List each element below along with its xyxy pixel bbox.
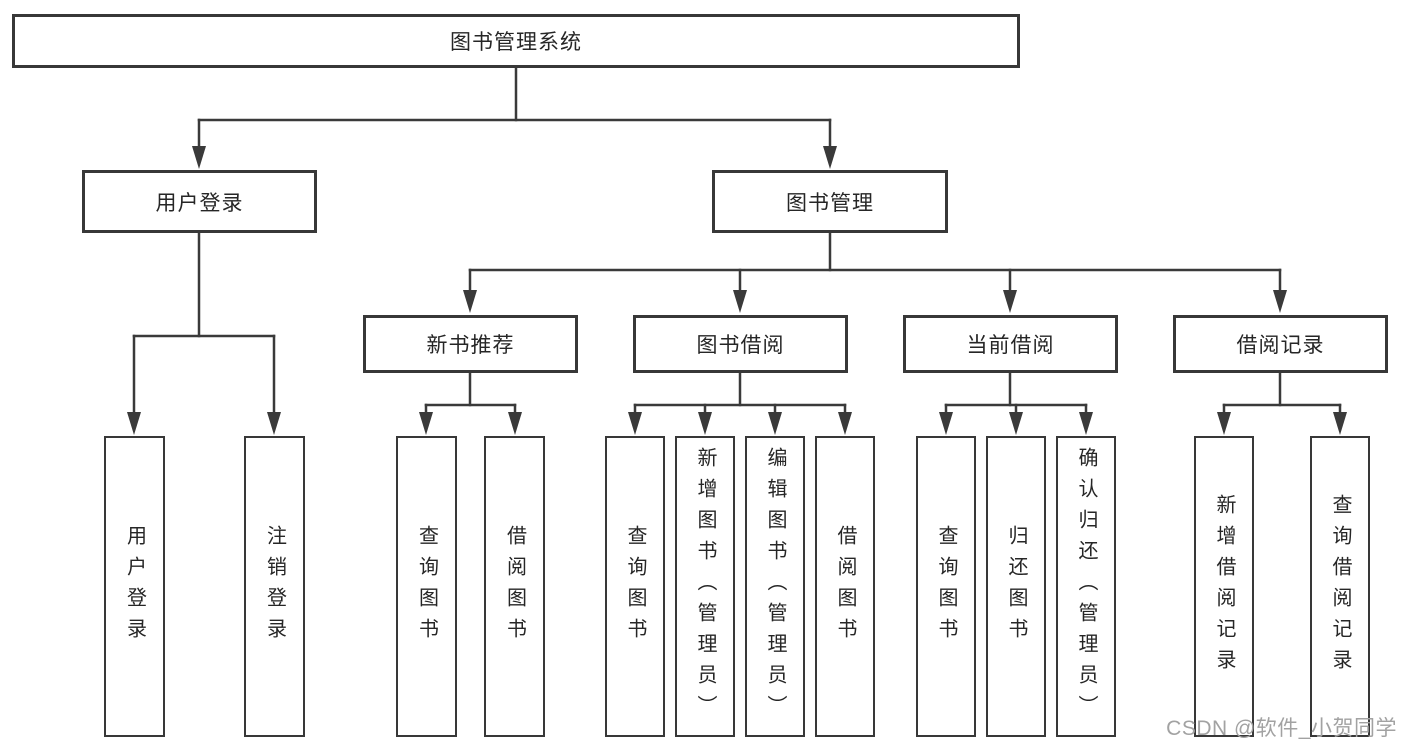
leaf-label: 查询图书 (624, 524, 646, 649)
leaf-current-return-books: 归还图书 (986, 436, 1046, 737)
node-new-book-recommendation: 新书推荐 (363, 315, 578, 373)
leaf-label: 借阅图书 (834, 524, 856, 649)
node-book-borrowing: 图书借阅 (633, 315, 848, 373)
leaf-label: 注销登录 (263, 524, 286, 649)
leaf-current-query-books: 查询图书 (916, 436, 976, 737)
leaf-borrowing-edit-books-admin: 编辑图书（管理员） (745, 436, 805, 737)
leaf-label: 查询借阅记录 (1329, 493, 1351, 680)
node-library-system: 图书管理系统 (12, 14, 1020, 68)
arrowheads (127, 146, 1347, 435)
leaf-user-login: 用户登录 (104, 436, 165, 737)
node-current-borrowing: 当前借阅 (903, 315, 1118, 373)
leaf-logout: 注销登录 (244, 436, 305, 737)
leaf-records-query-record: 查询借阅记录 (1310, 436, 1370, 737)
leaf-borrowing-add-books-admin: 新增图书（管理员） (675, 436, 735, 737)
node-borrowing-records: 借阅记录 (1173, 315, 1388, 373)
leaf-records-add-record: 新增借阅记录 (1194, 436, 1254, 737)
leaf-current-confirm-return-admin: 确认归还（管理员） (1056, 436, 1116, 737)
leaf-label: 归还图书 (1005, 524, 1027, 649)
leaf-label: 编辑图书（管理员） (764, 447, 786, 726)
csdn-watermark: CSDN @软件_小贺同学 (1166, 717, 1397, 740)
node-user-login: 用户登录 (82, 170, 317, 233)
leaf-newbooks-borrow-books: 借阅图书 (484, 436, 545, 737)
node-book-management: 图书管理 (712, 170, 948, 233)
leaf-label: 用户登录 (123, 524, 146, 649)
leaf-label: 借阅图书 (503, 524, 526, 649)
leaf-borrowing-query-books: 查询图书 (605, 436, 665, 737)
leaf-label: 新增图书（管理员） (694, 447, 716, 726)
leaf-label: 新增借阅记录 (1213, 493, 1235, 680)
leaf-label: 确认归还（管理员） (1075, 447, 1097, 726)
leaf-label: 查询图书 (935, 524, 957, 649)
leaf-borrowing-borrow-books: 借阅图书 (815, 436, 875, 737)
leaf-newbooks-query-books: 查询图书 (396, 436, 457, 737)
leaf-label: 查询图书 (415, 524, 438, 649)
